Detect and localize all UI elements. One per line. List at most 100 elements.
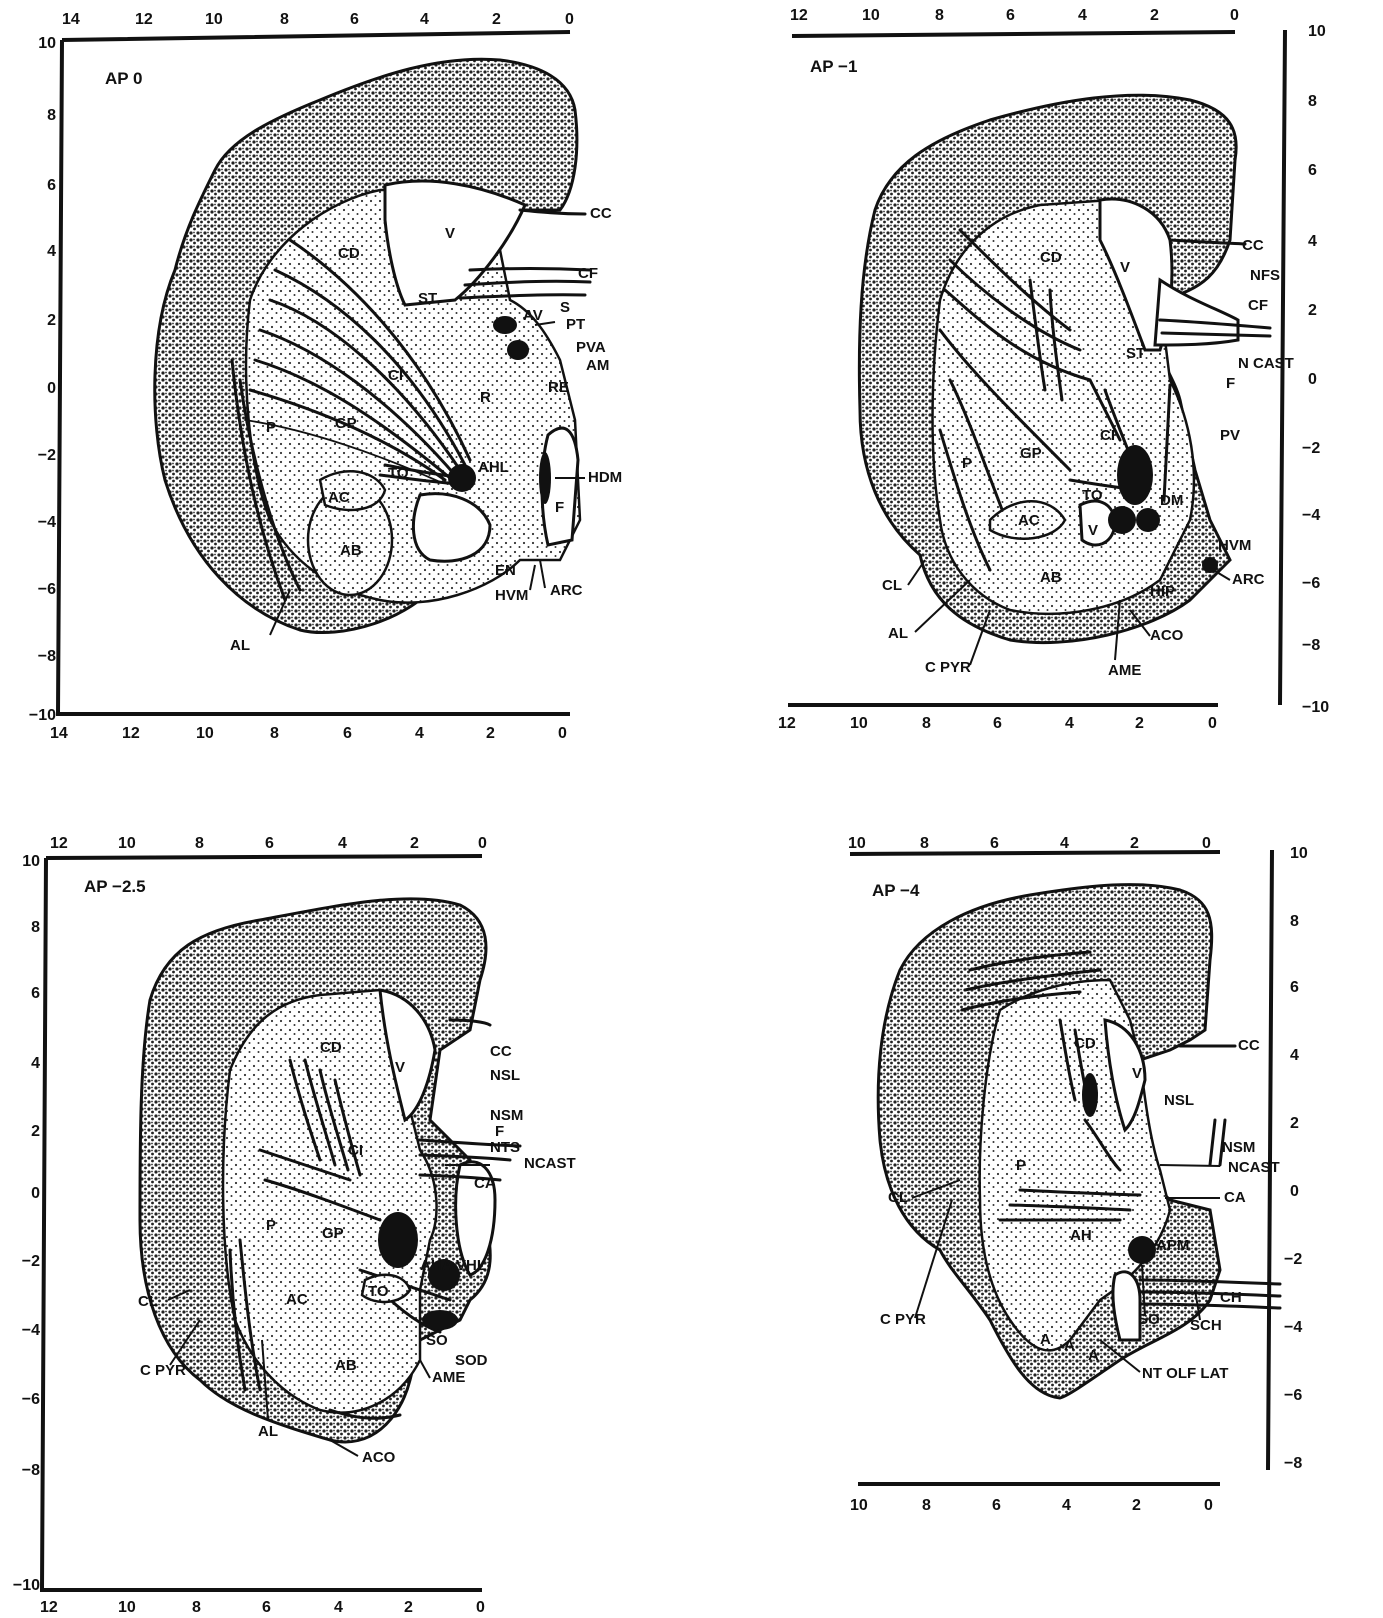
x-tick: 2	[486, 725, 495, 742]
label-ncast: NCAST	[1228, 1159, 1280, 1176]
label-ah: AH	[1070, 1227, 1092, 1244]
label-cc: CC	[1238, 1037, 1260, 1054]
x-tick: 2	[1130, 835, 1139, 852]
x-tick: 6	[1006, 7, 1015, 24]
label-cd: CD	[1040, 249, 1062, 266]
apm-nucleus	[1128, 1236, 1156, 1264]
y-tick: 8	[31, 919, 40, 936]
y-tick: −6	[38, 581, 56, 598]
label-gp: GP	[335, 415, 357, 432]
y-tick: 0	[1308, 371, 1317, 388]
label-cpyr: C PYR	[140, 1362, 186, 1379]
x-tick: 12	[135, 11, 153, 28]
label-f: F	[555, 499, 564, 516]
panel-ap-2-5: 12 10 8 6 4 2 0 12 10 8 6 4 2 0 10 8 6 4…	[0, 820, 690, 1618]
label-r: R	[480, 389, 491, 406]
label-cf: CF	[578, 265, 598, 282]
x-tick: 2	[1132, 1497, 1141, 1514]
y-tick: 8	[47, 107, 56, 124]
label-al: AL	[258, 1423, 278, 1440]
label-aco: ACO	[1150, 627, 1184, 644]
av-nucleus	[493, 316, 517, 334]
y-tick: −6	[22, 1391, 40, 1408]
label-ci: CI	[388, 367, 403, 384]
x-tick: 4	[338, 835, 347, 852]
y-tick: 10	[1290, 845, 1308, 862]
x-tick: 0	[558, 725, 567, 742]
label-arc: ARC	[550, 582, 583, 599]
panel-ap0: 14 12 10 8 6 4 2 0 14 12 10 8 6 4 2 0 10…	[0, 0, 690, 780]
label-nfs: NFS	[1250, 267, 1280, 284]
y-tick: −2	[1284, 1251, 1302, 1268]
label-ame: AME	[432, 1369, 465, 1386]
x-tick: 4	[420, 11, 429, 28]
label-to: TO	[388, 465, 409, 482]
label-en: EN	[495, 562, 516, 579]
y-tick: 10	[22, 853, 40, 870]
label-so: SO	[426, 1332, 448, 1349]
x-tick: 2	[404, 1599, 413, 1616]
x-tick: 0	[476, 1599, 485, 1616]
x-tick: 4	[334, 1599, 343, 1616]
y-tick: 6	[31, 985, 40, 1002]
label-ch: CH	[1220, 1289, 1242, 1306]
x-tick: 8	[192, 1599, 201, 1616]
y-tick: 2	[1308, 302, 1317, 319]
label-cd: CD	[320, 1039, 342, 1056]
x-tick: 12	[790, 7, 808, 24]
label-ncast: NCAST	[524, 1155, 576, 1172]
x-tick: 10	[862, 7, 880, 24]
label-hdm: HDM	[588, 469, 622, 486]
label-v: V	[395, 1059, 405, 1076]
y-tick: −8	[1284, 1455, 1302, 1472]
x-tick: 10	[850, 1497, 868, 1514]
x-tick: 10	[118, 1599, 136, 1616]
x-tick: 6	[350, 11, 359, 28]
label-cc: CC	[490, 1043, 512, 1060]
y-tick: −6	[1302, 575, 1320, 592]
y-axis-ap0: 10 8 6 4 2 0 −2 −4 −6 −8 −10	[29, 35, 56, 724]
y-tick: 0	[1290, 1183, 1299, 1200]
label-ncast: N CAST	[1238, 355, 1294, 372]
y-axis-ap-4: 10 8 6 4 2 0 −2 −4 −6 −8	[1284, 845, 1308, 1472]
label-cc: CC	[1242, 237, 1264, 254]
label-cpyr: C PYR	[880, 1311, 926, 1328]
label-f: F	[1226, 375, 1235, 392]
y-tick: −8	[1302, 637, 1320, 654]
x-tick: 0	[1204, 1497, 1213, 1514]
brain-section-ap0: 14 12 10 8 6 4 2 0 14 12 10 8 6 4 2 0 10…	[0, 0, 690, 780]
x-tick: 6	[992, 1497, 1001, 1514]
label-nsm: NSM	[1222, 1139, 1255, 1156]
f-tract	[539, 452, 551, 504]
x-tick: 8	[270, 725, 279, 742]
ap-label: AP 0	[105, 69, 143, 88]
label-ab: AB	[335, 1357, 357, 1374]
label-gp: GP	[1020, 445, 1042, 462]
y-tick: −8	[22, 1462, 40, 1479]
label-s: S	[560, 299, 570, 316]
third-ventricle-lower	[1113, 1272, 1140, 1340]
label-aha: AHA	[420, 1257, 453, 1274]
label-v2: V	[1088, 522, 1098, 539]
label-p: P	[266, 419, 276, 436]
x-tick: 10	[850, 715, 868, 732]
label-f: F	[495, 1123, 504, 1140]
x-tick: 10	[848, 835, 866, 852]
y-tick: 4	[1308, 233, 1317, 250]
brain-section-ap-1: 12 10 8 6 4 2 0 12 10 8 6 4 2 0 10 8 6 4…	[690, 0, 1383, 780]
y-tick: 8	[1290, 913, 1299, 930]
x-tick: 0	[565, 11, 574, 28]
x-tick: 10	[196, 725, 214, 742]
brain-section-ap-4: 10 8 6 4 2 0 10 8 6 4 2 0 10 8 6 4 2 0 −…	[690, 820, 1383, 1618]
ap-label: AP −2.5	[84, 877, 146, 896]
label-sch: SCH	[1190, 1317, 1222, 1334]
pva-nucleus	[507, 340, 529, 360]
x-tick: 0	[1202, 835, 1211, 852]
x-tick: 0	[1230, 7, 1239, 24]
label-ca: CA	[474, 1175, 496, 1192]
x-tick: 8	[195, 835, 204, 852]
y-axis-ap-2-5: 10 8 6 4 2 0 −2 −4 −6 −8 −10	[13, 853, 40, 1594]
label-a2: A	[1064, 1337, 1075, 1354]
x-axis-bottom-ap-4: 10 8 6 4 2 0	[850, 1497, 1213, 1514]
y-tick: 4	[47, 243, 56, 260]
